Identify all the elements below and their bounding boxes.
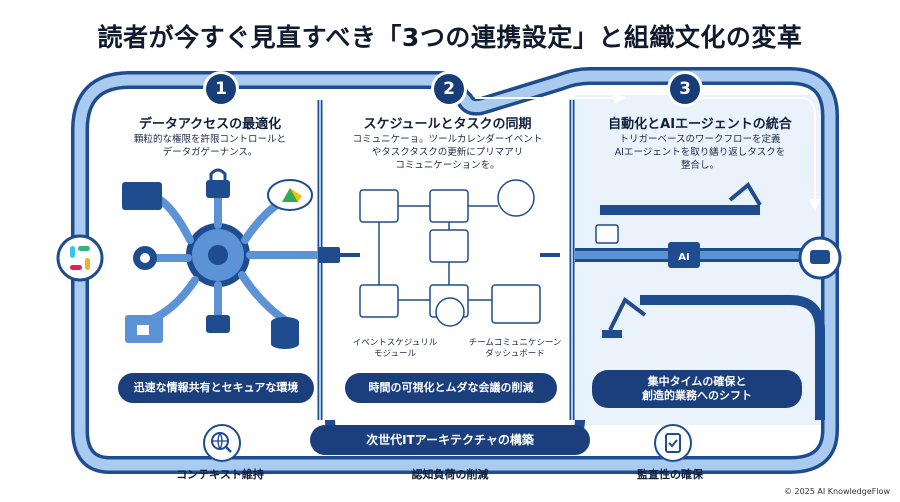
lock-icon [206, 180, 230, 198]
panel-3-pipeline: AI [575, 181, 842, 420]
flow-arrow-top-1 [99, 92, 441, 131]
step-number-2: 2 [434, 74, 464, 104]
robot-arm-icon [728, 181, 762, 207]
folder-icon [122, 182, 162, 210]
panel-1-banner: 迅速な情報共有とセキュアな環境 [118, 373, 314, 403]
step-number-1: 1 [206, 74, 236, 104]
panel-3-title: 自動化とAIエージェントの統合 [608, 117, 792, 132]
bottom-label-auditability: 監査性の確保 [637, 468, 703, 481]
plug-connector-1 [318, 247, 340, 263]
caption-event-schedule: イベントスケジュリル モジュール [352, 338, 438, 359]
audit-clipboard-icon [654, 424, 692, 462]
panel-1-description: 顆粒的な権限を許限コントロールと データガゲーナンス。 [133, 134, 286, 158]
clock-icon [497, 179, 535, 217]
bottom-label-context: コンテキスト維持 [176, 468, 264, 481]
panel-2-description: コミュニケーョ。ツールカレンダーイベント やタスクタスクの更新にプリマアリ コミ… [352, 134, 543, 171]
step-number-3: 3 [670, 74, 700, 104]
copyright: © 2025 AI KnowledgeFlow [783, 487, 890, 496]
center-banner: 次世代ITアーキテクチャの構築 [310, 425, 590, 455]
panel-2-title: スケジュールとタスクの同期 [363, 117, 532, 132]
flow-arrow-right [700, 97, 821, 211]
panel-2-network [340, 179, 560, 327]
left-hub-slack-icon [56, 234, 104, 282]
calendar-icon [359, 189, 399, 223]
globe-search-icon [203, 424, 241, 462]
svg-text:AI: AI [678, 252, 689, 263]
panel-3-description: トリガーベースのワークフローを定義 AIエージェントを取り繕り返しタスクを 整合… [614, 134, 786, 171]
ai-chip-icon [668, 242, 700, 268]
panel-3-banner: 集中タイムの確保と 創造的業務へのシフト [592, 370, 802, 408]
panel-1-title: データアクセスの最適化 [138, 117, 282, 132]
panel-2-banner: 時間の可視化とムダな会議の削減 [345, 373, 557, 403]
caption-team-dashboard: チームコミュニケシーン ダッシュボード [468, 338, 562, 359]
bottom-label-cognitive-load: 認知負荷の削減 [411, 468, 489, 481]
dashboard-icon [491, 284, 541, 324]
page-title: 読者が今すぐ見直すべき「3つの連携設定」と組織文化の変革 [97, 23, 803, 52]
outer-pipe-inner [74, 70, 836, 471]
panel-1-network [122, 168, 340, 349]
ai-agent-icon [595, 224, 619, 244]
